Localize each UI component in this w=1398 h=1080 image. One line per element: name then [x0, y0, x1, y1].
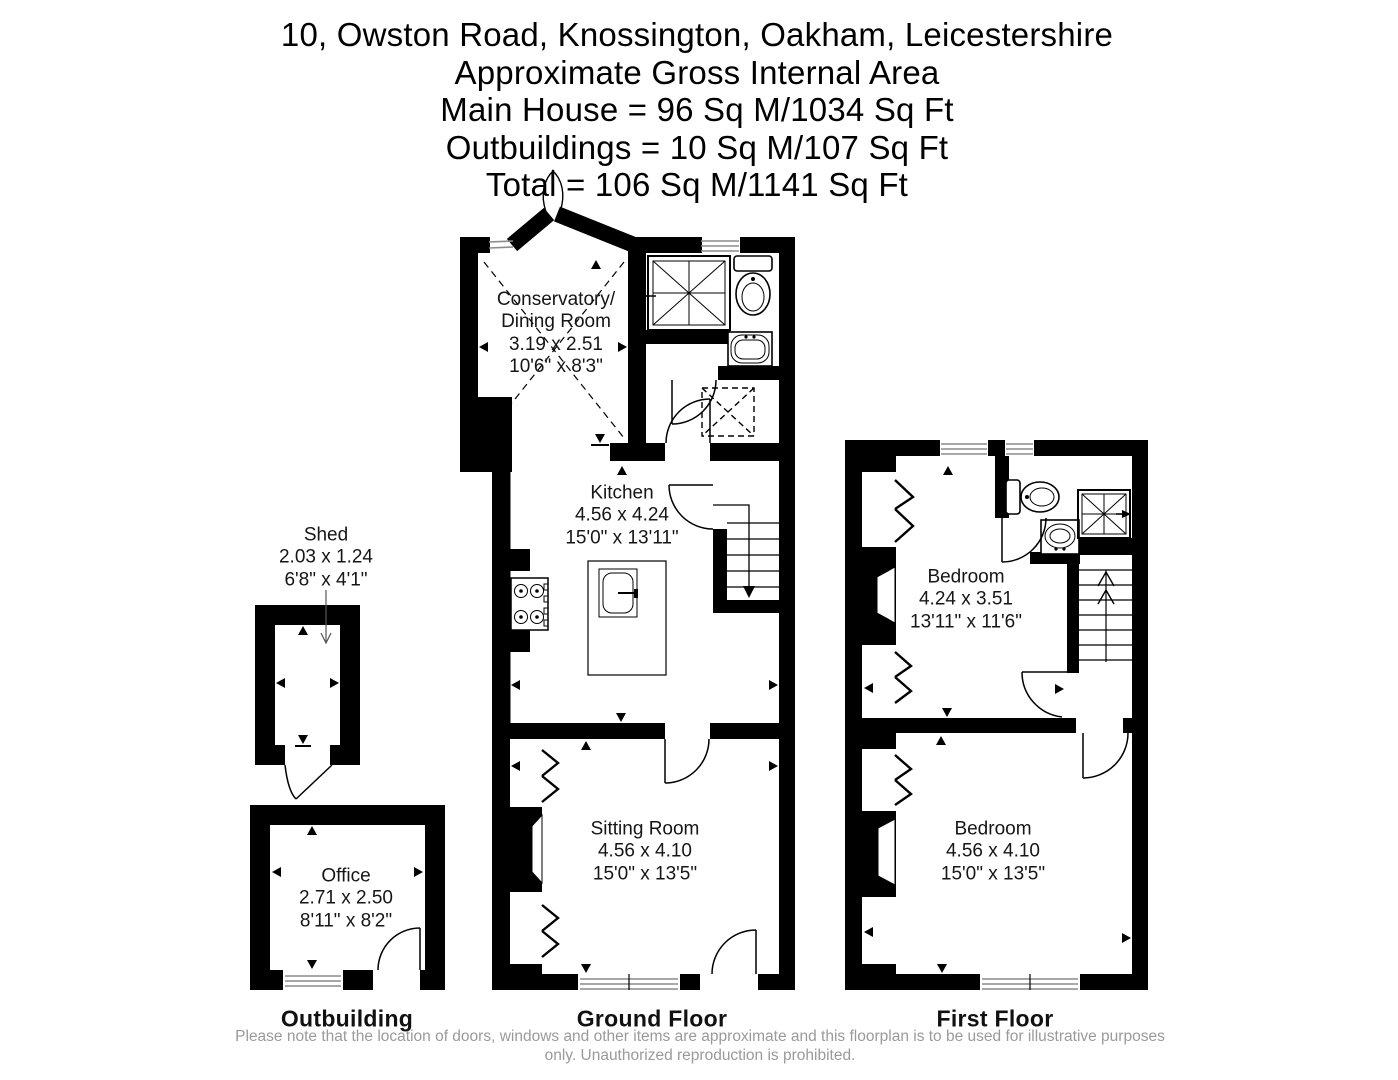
shower-icon	[1077, 489, 1131, 539]
window-markers-ground	[479, 260, 778, 973]
room-label-office: Office 2.71 x 2.50 8'11" x 8'2"	[298, 865, 394, 932]
casement-window-icon	[541, 749, 560, 958]
window-markers-first	[864, 466, 1131, 973]
conservatory-window-glazing	[488, 240, 514, 249]
floor-label-ground-floor: Ground Floor	[576, 1005, 728, 1032]
bay-window	[877, 818, 896, 886]
floor-label-outbuilding: Outbuilding	[280, 1005, 414, 1032]
shed-walls	[255, 605, 360, 765]
shed-plan	[255, 590, 360, 800]
window-markers-shed	[276, 626, 339, 744]
conservatory-roof-walls	[506, 206, 637, 253]
stairs-up	[1079, 569, 1132, 662]
sash-window	[980, 974, 1080, 990]
title-gross-area: Approximate Gross Internal Area	[454, 53, 940, 91]
toilet-icon	[1005, 479, 1060, 515]
bay-window	[531, 813, 543, 885]
office-plan	[250, 805, 445, 990]
floor-label-first-floor: First Floor	[936, 1005, 1054, 1032]
door-arc-ensuite	[1001, 517, 1047, 563]
first-floor-plan	[845, 440, 1148, 990]
casement-window-icon	[894, 479, 915, 806]
office-door	[377, 927, 421, 971]
office-window	[283, 970, 343, 990]
first-floor-walls	[845, 440, 1148, 990]
sink-icon	[727, 331, 773, 367]
shower-icon	[636, 255, 731, 331]
title-outbuildings: Outbuildings = 10 Sq M/107 Sq Ft	[445, 128, 949, 166]
shed-door	[284, 764, 333, 800]
sink-icon	[1040, 519, 1080, 555]
disclaimer-text: Please note that the location of doors, …	[235, 1028, 1165, 1064]
title-total: Total = 106 Sq M/1141 Sq Ft	[485, 166, 909, 203]
window-markers-office	[272, 826, 423, 969]
ground-floor-plan	[460, 169, 795, 990]
room-label-kitchen: Kitchen 4.56 x 4.24 15'0" x 13'11"	[565, 482, 679, 549]
title-address: 10, Owston Road, Knossington, Oakham, Le…	[280, 16, 1114, 53]
toilet-icon	[733, 255, 773, 316]
door-arcs-bedrooms	[1021, 671, 1129, 779]
room-label-sitting-room: Sitting Room 4.56 x 4.10 15'0" x 13'5"	[590, 818, 700, 885]
french-doors-icon	[542, 169, 564, 213]
ground-floor-walls	[460, 237, 795, 990]
room-label-shed: Shed 2.03 x 1.24 6'8" x 4'1"	[278, 524, 374, 591]
door-arcs-ground-hall	[665, 379, 717, 444]
title-block: 10, Owston Road, Knossington, Oakham, Le…	[281, 16, 1113, 204]
office-walls	[250, 805, 445, 990]
conservatory-roof-dashed-lines	[483, 261, 625, 439]
hob-icon	[510, 577, 549, 631]
sash-window	[578, 974, 680, 990]
room-label-bedroom-front: Bedroom 4.24 x 3.51 13'11" x 11'6"	[910, 566, 1022, 633]
room-label-conservatory: Conservatory/ Dining Room 3.19 x 2.51 10…	[496, 289, 616, 378]
bay-window	[876, 566, 896, 624]
island-sink-icon	[587, 560, 667, 676]
shed-label-arrow	[320, 590, 332, 645]
bathroom-window	[701, 240, 739, 252]
room-label-bedroom-back: Bedroom 4.56 x 4.10 15'0" x 13'5"	[940, 818, 1046, 885]
stairs-down	[713, 504, 779, 598]
door-arc-stairs	[668, 484, 714, 530]
door-arcs-sitting	[664, 738, 757, 975]
title-main-house: Main House = 96 Sq M/1034 Sq Ft	[440, 91, 954, 128]
first-floor-top-windows	[941, 443, 1033, 455]
